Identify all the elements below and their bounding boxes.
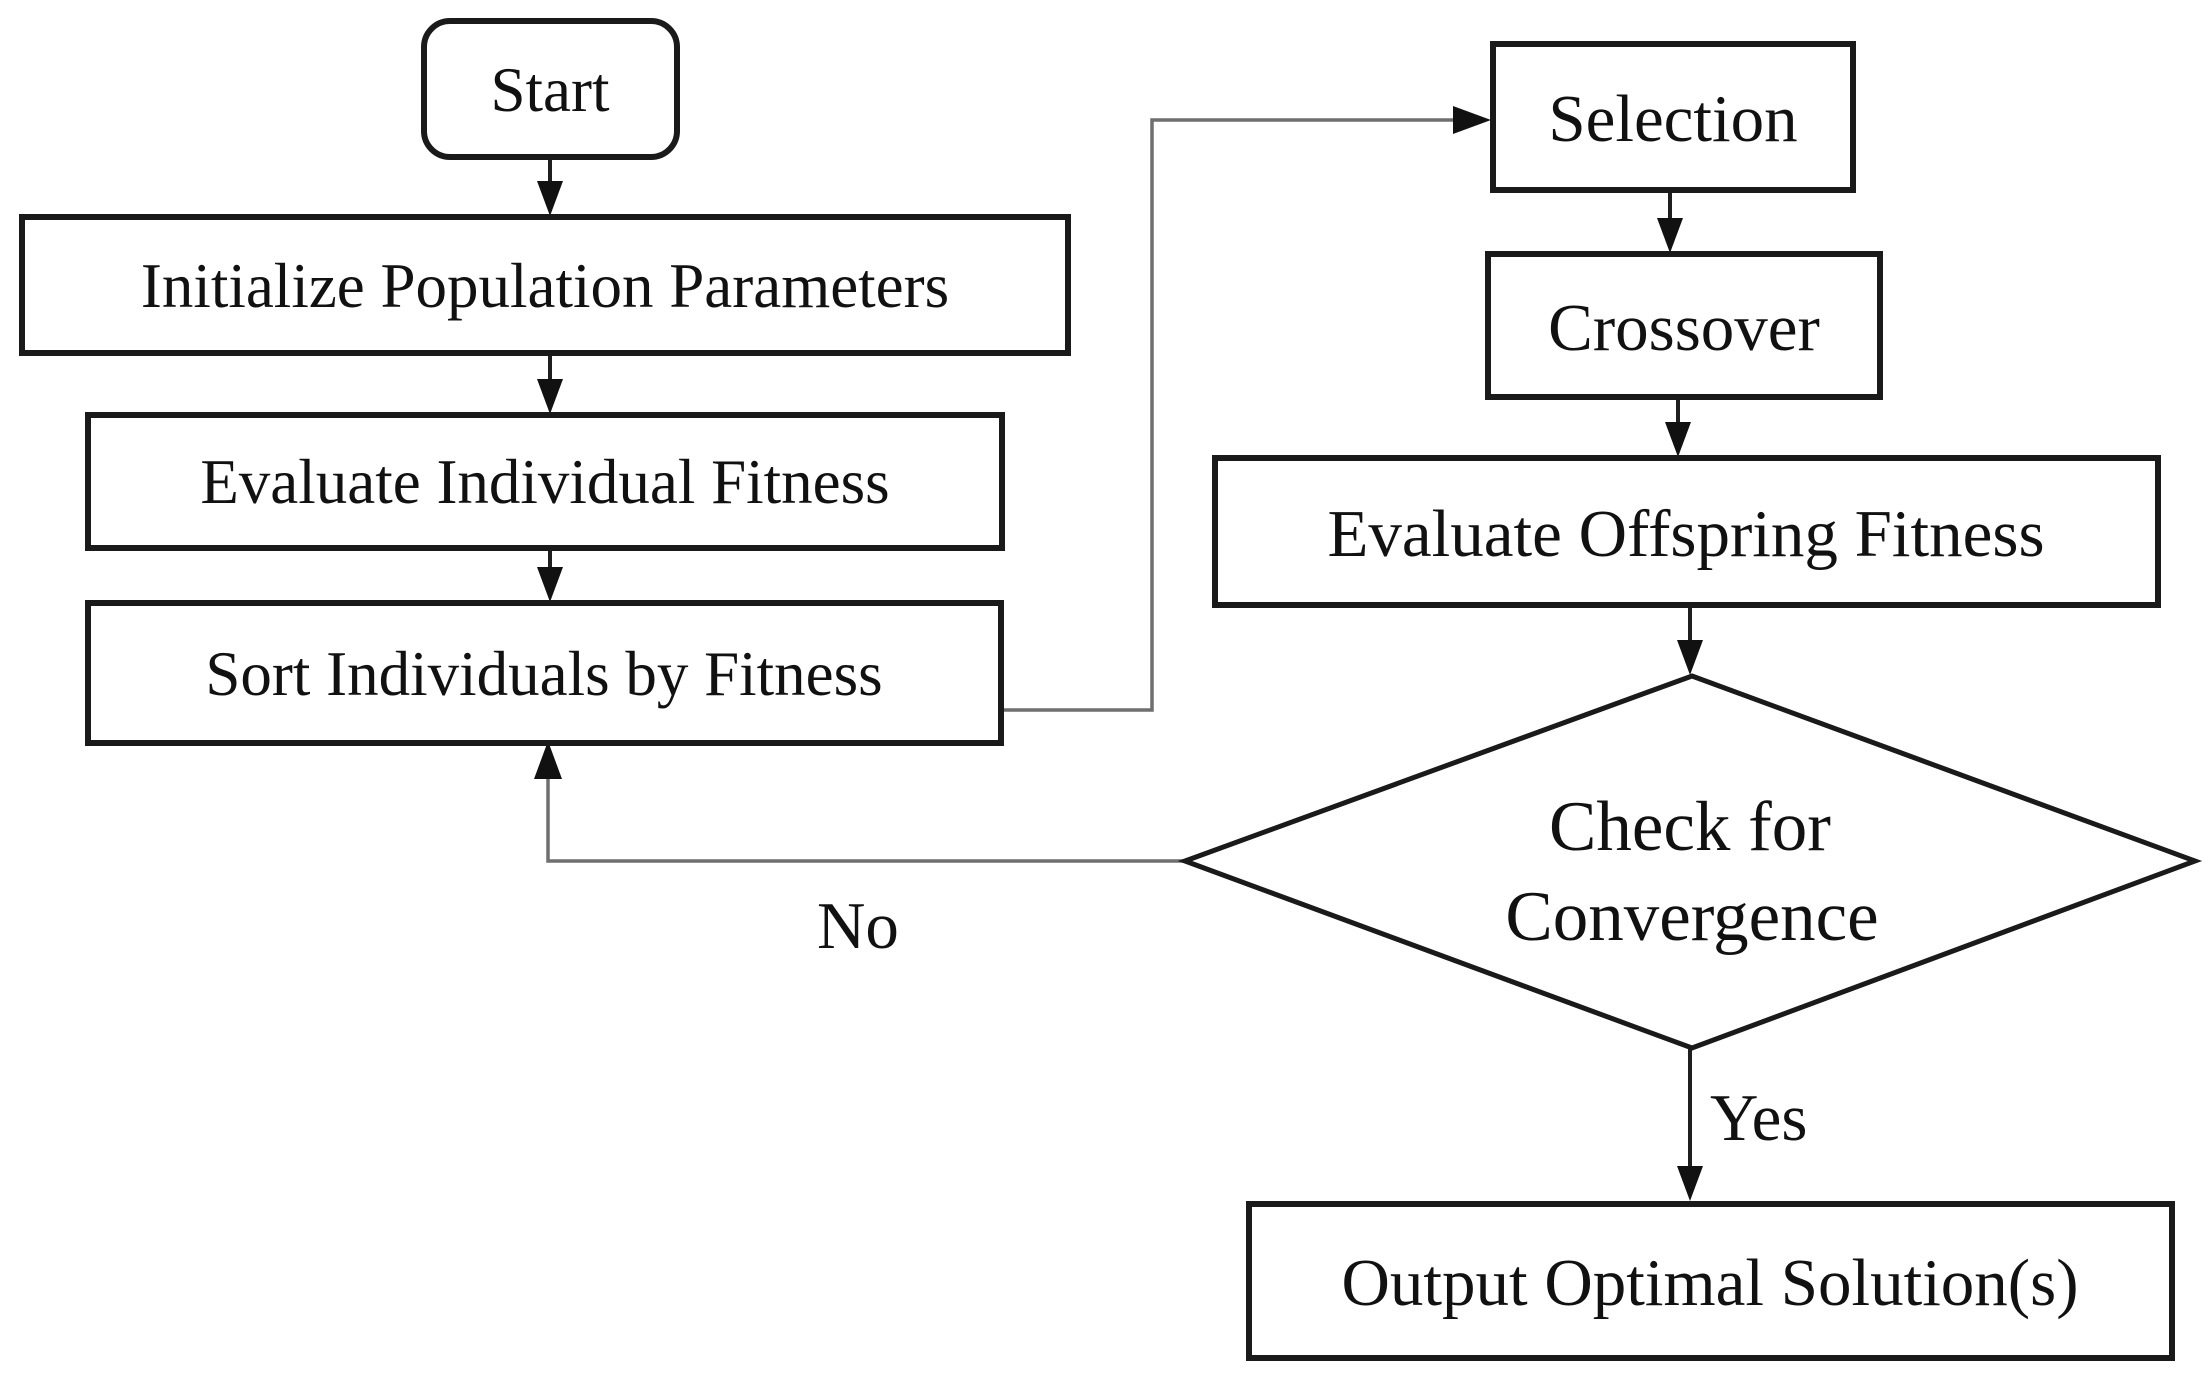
node-sort-label: Sort Individuals by Fitness [205, 639, 882, 709]
node-evaluate-individual-label: Evaluate Individual Fitness [200, 447, 889, 517]
node-start-shape [421, 18, 680, 160]
edge-offspring-to-check [1677, 605, 1703, 675]
edge-yes-to-output: Yes [1677, 1048, 1808, 1201]
node-selection: Selection [1490, 41, 1856, 193]
node-output-optimal-solutions: Output Optimal Solution(s) [1246, 1201, 2175, 1361]
edge-selection-to-crossover-arrowhead [1657, 218, 1683, 253]
edge-label-yes: Yes [1710, 1081, 1808, 1155]
edge-crossover-to-offspring-arrowhead [1665, 422, 1691, 457]
edge-start-to-initialize-arrowhead [537, 181, 563, 216]
edge-sort-to-selection [1001, 106, 1491, 712]
edge-initialize-to-evaluate-arrowhead [537, 379, 563, 414]
node-start: Start [421, 18, 680, 160]
node-evaluate-offspring-label: Evaluate Offspring Fitness [1327, 497, 2044, 571]
node-sort-shape [85, 600, 1004, 746]
edge-evaluate-to-sort-arrowhead [537, 567, 563, 602]
edge-sort-to-selection-line [1001, 118, 1455, 712]
edge-evaluate-to-sort [537, 548, 563, 602]
node-evaluate-individual-shape [85, 412, 1005, 551]
node-crossover-shape [1485, 251, 1883, 400]
node-check-convergence-label-line1: Check for [1549, 788, 1831, 866]
node-evaluate-offspring-fitness: Evaluate Offspring Fitness [1212, 455, 2161, 608]
node-check-convergence-shape [1177, 673, 2203, 1051]
node-check-for-convergence: Check for Convergence [1177, 673, 2203, 1051]
edge-start-to-initialize [537, 157, 563, 216]
node-check-convergence-label-line2: Convergence [1505, 878, 1878, 956]
edge-offspring-to-check-arrowhead [1677, 640, 1703, 675]
node-crossover: Crossover [1485, 251, 1883, 400]
node-initialize-label: Initialize Population Parameters [141, 251, 949, 321]
edge-crossover-to-offspring [1665, 397, 1691, 457]
node-start-label: Start [491, 55, 610, 125]
node-output-shape [1246, 1201, 2175, 1361]
node-initialize-population-parameters: Initialize Population Parameters [19, 214, 1071, 356]
edge-selection-to-crossover [1657, 190, 1683, 253]
edge-no-loop-line [546, 779, 1185, 863]
edge-sort-to-selection-arrowhead [1453, 106, 1491, 134]
node-initialize-shape [19, 214, 1071, 356]
node-sort-individuals-by-fitness: Sort Individuals by Fitness [85, 600, 1004, 746]
node-selection-shape [1490, 41, 1856, 193]
node-selection-label: Selection [1548, 82, 1797, 156]
edge-no-loop: No [534, 741, 1185, 963]
edge-yes-to-output-arrowhead [1677, 1166, 1703, 1201]
node-evaluate-individual-fitness: Evaluate Individual Fitness [85, 412, 1005, 551]
edge-label-no: No [817, 889, 899, 963]
node-evaluate-offspring-shape [1212, 455, 2161, 608]
edge-initialize-to-evaluate [537, 353, 563, 414]
node-output-label: Output Optimal Solution(s) [1342, 1246, 2079, 1320]
node-crossover-label: Crossover [1548, 291, 1820, 365]
edge-no-loop-arrowhead [534, 741, 562, 779]
